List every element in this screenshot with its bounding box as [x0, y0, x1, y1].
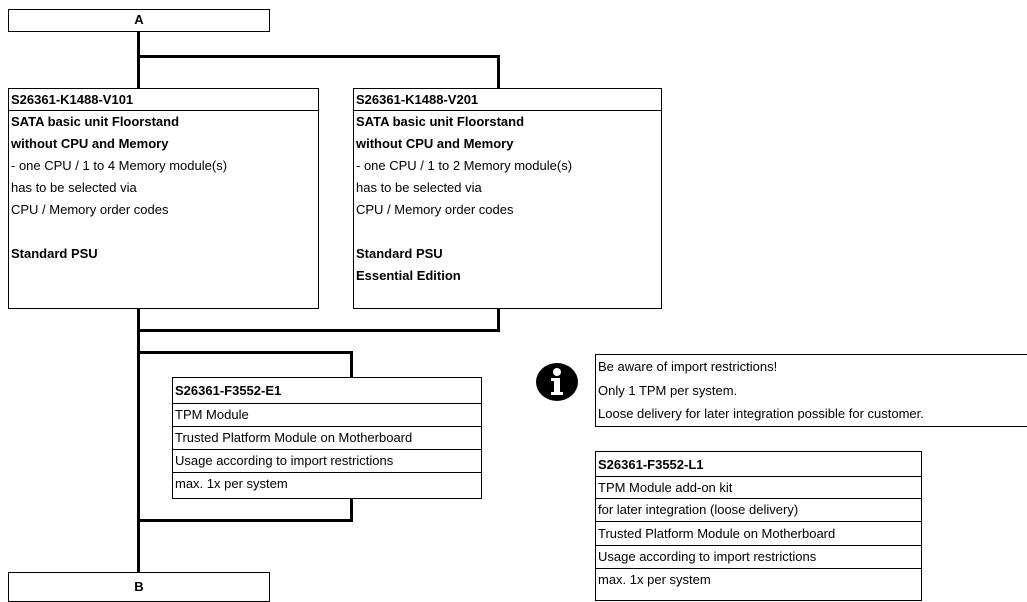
- connector-line: [137, 519, 353, 522]
- unit-v201-line: without CPU and Memory: [356, 136, 514, 151]
- connector-line: [137, 32, 140, 56]
- unit-v101-line: Standard PSU: [11, 246, 98, 261]
- connector-line: [137, 309, 140, 573]
- tpm-l1-line: max. 1x per system: [598, 572, 711, 587]
- info-line: Loose delivery for later integration pos…: [598, 406, 924, 421]
- info-box: Be aware of import restrictions! Only 1 …: [595, 354, 1027, 427]
- connector-line: [137, 329, 500, 332]
- tpm-e1-line: Trusted Platform Module on Motherboard: [173, 427, 481, 450]
- connector-line: [497, 309, 500, 332]
- unit-v201-line: - one CPU / 1 to 2 Memory module(s): [356, 158, 573, 173]
- tpm-l1-table: S26361-F3552-L1 TPM Module add-on kit fo…: [595, 451, 922, 601]
- tpm-l1-line: TPM Module add-on kit: [596, 477, 921, 499]
- connector-a-label: A: [134, 12, 144, 27]
- tpm-e1-line: TPM Module: [173, 404, 481, 427]
- connector-b: B: [8, 572, 270, 602]
- unit-v201-box: S26361-K1488-V201 SATA basic unit Floors…: [353, 88, 662, 309]
- unit-v101-line: has to be selected via: [11, 180, 137, 195]
- connector-line: [137, 55, 140, 89]
- connector-line: [137, 351, 353, 354]
- connector-line: [350, 351, 353, 378]
- unit-v101-line: [9, 221, 318, 243]
- unit-v201-line: Essential Edition: [356, 268, 461, 283]
- unit-v101-line: - one CPU / 1 to 4 Memory module(s): [11, 158, 228, 173]
- unit-v201-line: [354, 221, 661, 243]
- connector-line: [497, 55, 500, 89]
- connector-line: [350, 498, 353, 522]
- tpm-l1-line: Usage according to import restrictions: [596, 546, 921, 569]
- tpm-l1-code: S26361-F3552-L1: [596, 452, 921, 477]
- info-icon: [535, 362, 579, 402]
- unit-v201-line: Standard PSU: [356, 246, 443, 261]
- unit-v101-box: S26361-K1488-V101 SATA basic unit Floors…: [8, 88, 319, 309]
- tpm-e1-line: Usage according to import restrictions: [173, 450, 481, 473]
- unit-v201-line: CPU / Memory order codes: [356, 202, 514, 217]
- info-line: Only 1 TPM per system.: [598, 383, 738, 398]
- tpm-l1-line: Trusted Platform Module on Motherboard: [596, 522, 921, 546]
- unit-v201-code: S26361-K1488-V201: [354, 89, 661, 111]
- connector-a: A: [8, 9, 270, 32]
- unit-v101-line: without CPU and Memory: [11, 136, 169, 151]
- unit-v201-line: has to be selected via: [356, 180, 482, 195]
- tpm-e1-line: max. 1x per system: [175, 476, 288, 491]
- unit-v101-line: CPU / Memory order codes: [11, 202, 169, 217]
- tpm-l1-line: for later integration (loose delivery): [596, 499, 921, 522]
- unit-v201-line: SATA basic unit Floorstand: [356, 114, 525, 129]
- tpm-e1-code: S26361-F3552-E1: [173, 378, 481, 404]
- connector-line: [137, 55, 500, 58]
- unit-v101-line: SATA basic unit Floorstand: [11, 114, 180, 129]
- tpm-e1-table: S26361-F3552-E1 TPM Module Trusted Platf…: [172, 377, 482, 499]
- info-line: Be aware of import restrictions!: [598, 359, 778, 374]
- connector-b-label: B: [134, 579, 144, 594]
- unit-v101-code: S26361-K1488-V101: [9, 89, 318, 111]
